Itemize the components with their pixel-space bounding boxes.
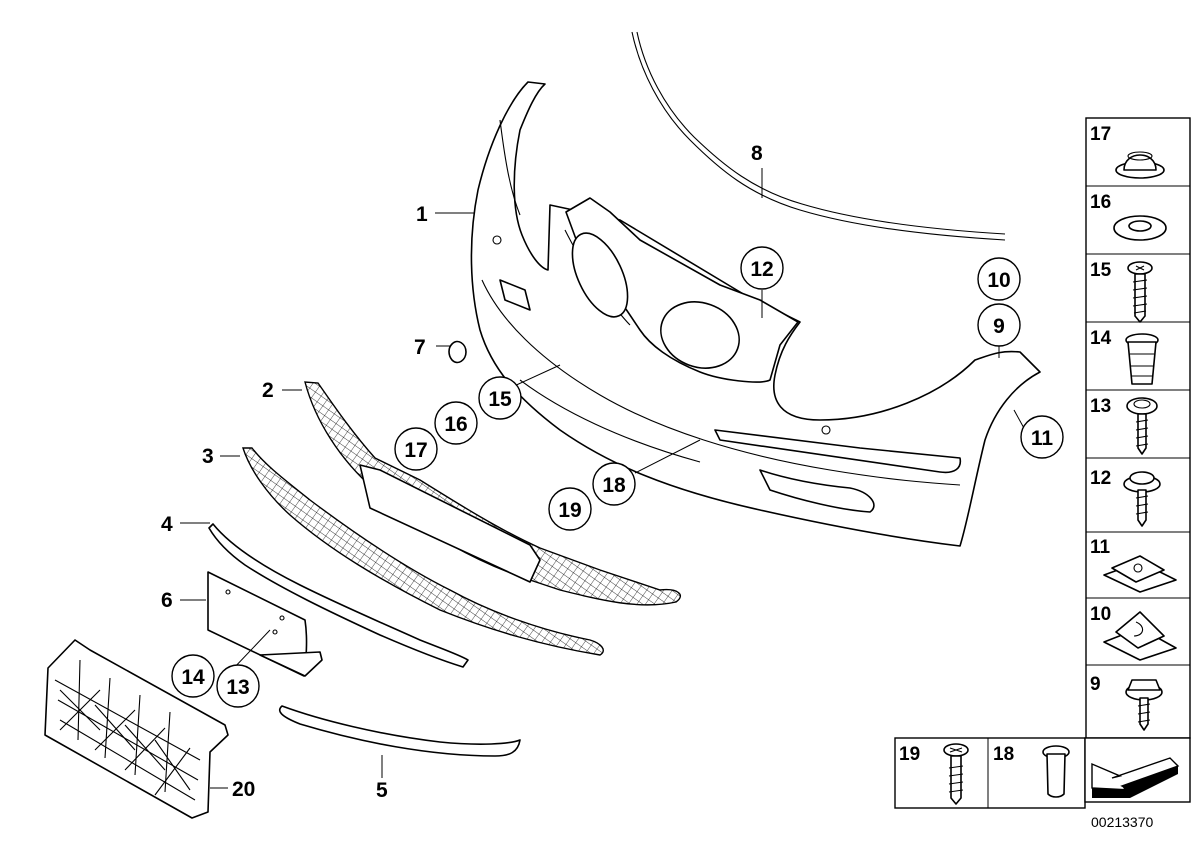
label-part-20: 20	[232, 778, 255, 801]
svg-text:12: 12	[750, 258, 773, 281]
panel-cell-label-14: 14	[1090, 328, 1112, 349]
panel-cell-label-11: 11	[1090, 537, 1111, 558]
svg-text:10: 10	[987, 269, 1010, 292]
label-part-4: 4	[161, 513, 173, 536]
panel-cell-label-9: 9	[1090, 674, 1101, 695]
screw-icon	[1127, 261, 1153, 323]
sleeve-icon	[1042, 745, 1070, 798]
washer-ring-icon	[1113, 215, 1167, 241]
label-part-6: 6	[161, 589, 173, 612]
callout-11: 11	[1020, 415, 1064, 459]
panel-cell-label-17: 17	[1090, 124, 1111, 145]
label-part-2: 2	[262, 379, 274, 402]
label-part-5: 5	[376, 779, 388, 802]
callout-16: 16	[434, 401, 478, 445]
screw-with-washer-icon	[1126, 397, 1158, 455]
spring-clip-icon	[1103, 611, 1177, 661]
bolt-icon	[943, 743, 969, 805]
cover-cap-part	[448, 340, 467, 364]
panel-cell-label-12: 12	[1090, 468, 1111, 489]
label-part-8: 8	[751, 142, 763, 165]
hex-collar-screw-icon	[1125, 679, 1163, 731]
bottom-fastener-panel: 19 18	[894, 737, 1191, 809]
orientation-arrow-icon	[1091, 757, 1180, 798]
callout-10: 10	[977, 257, 1021, 301]
svg-text:11: 11	[1031, 427, 1054, 450]
bumper-trim-panel-part	[470, 81, 1041, 547]
sealing-strip-part	[631, 31, 1006, 241]
panel-cell-label-16: 16	[1090, 192, 1111, 213]
callout-17: 17	[394, 427, 438, 471]
collar-screw-icon	[1123, 471, 1161, 527]
callout-9: 9	[977, 303, 1021, 347]
panel-cell-label-15: 15	[1090, 260, 1112, 281]
lower-grille-part	[242, 447, 604, 656]
panel-cell-label-13: 13	[1090, 396, 1111, 417]
svg-text:19: 19	[558, 499, 581, 522]
svg-text:17: 17	[404, 439, 427, 462]
callout-15: 15	[478, 376, 522, 420]
label-part-1: 1	[416, 203, 428, 226]
svg-text:15: 15	[488, 388, 512, 411]
callout-19: 19	[548, 487, 592, 531]
callout-13: 13	[216, 664, 260, 708]
trim-strip-part	[208, 523, 469, 668]
lower-trim-strip-part	[278, 705, 521, 757]
svg-text:18: 18	[602, 474, 626, 497]
panel-cell-label-10: 10	[1090, 604, 1111, 625]
svg-text:16: 16	[444, 413, 467, 436]
grommet-cap-icon	[1115, 151, 1165, 179]
callout-14: 14	[171, 654, 215, 698]
svg-text:13: 13	[226, 676, 249, 699]
svg-text:14: 14	[181, 666, 205, 689]
callout-12: 12	[740, 246, 784, 290]
callout-18: 18	[592, 462, 636, 506]
license-plate-base-part	[207, 571, 323, 677]
label-part-7: 7	[414, 336, 426, 359]
panel-cell-label-19: 19	[899, 744, 920, 765]
expansion-nut-icon	[1125, 333, 1159, 385]
fastener-panel: 17 16 15 14 13 12 11 10 9	[1085, 117, 1191, 739]
clip-nut-icon	[1103, 555, 1177, 593]
leader-lines	[180, 168, 1026, 789]
svg-text:9: 9	[993, 315, 1005, 338]
label-part-3: 3	[202, 445, 214, 468]
document-id: 00213370	[1091, 814, 1154, 830]
upper-grille-part	[304, 381, 681, 606]
panel-cell-label-18: 18	[993, 744, 1014, 765]
bumper-carrier-part	[44, 639, 229, 819]
